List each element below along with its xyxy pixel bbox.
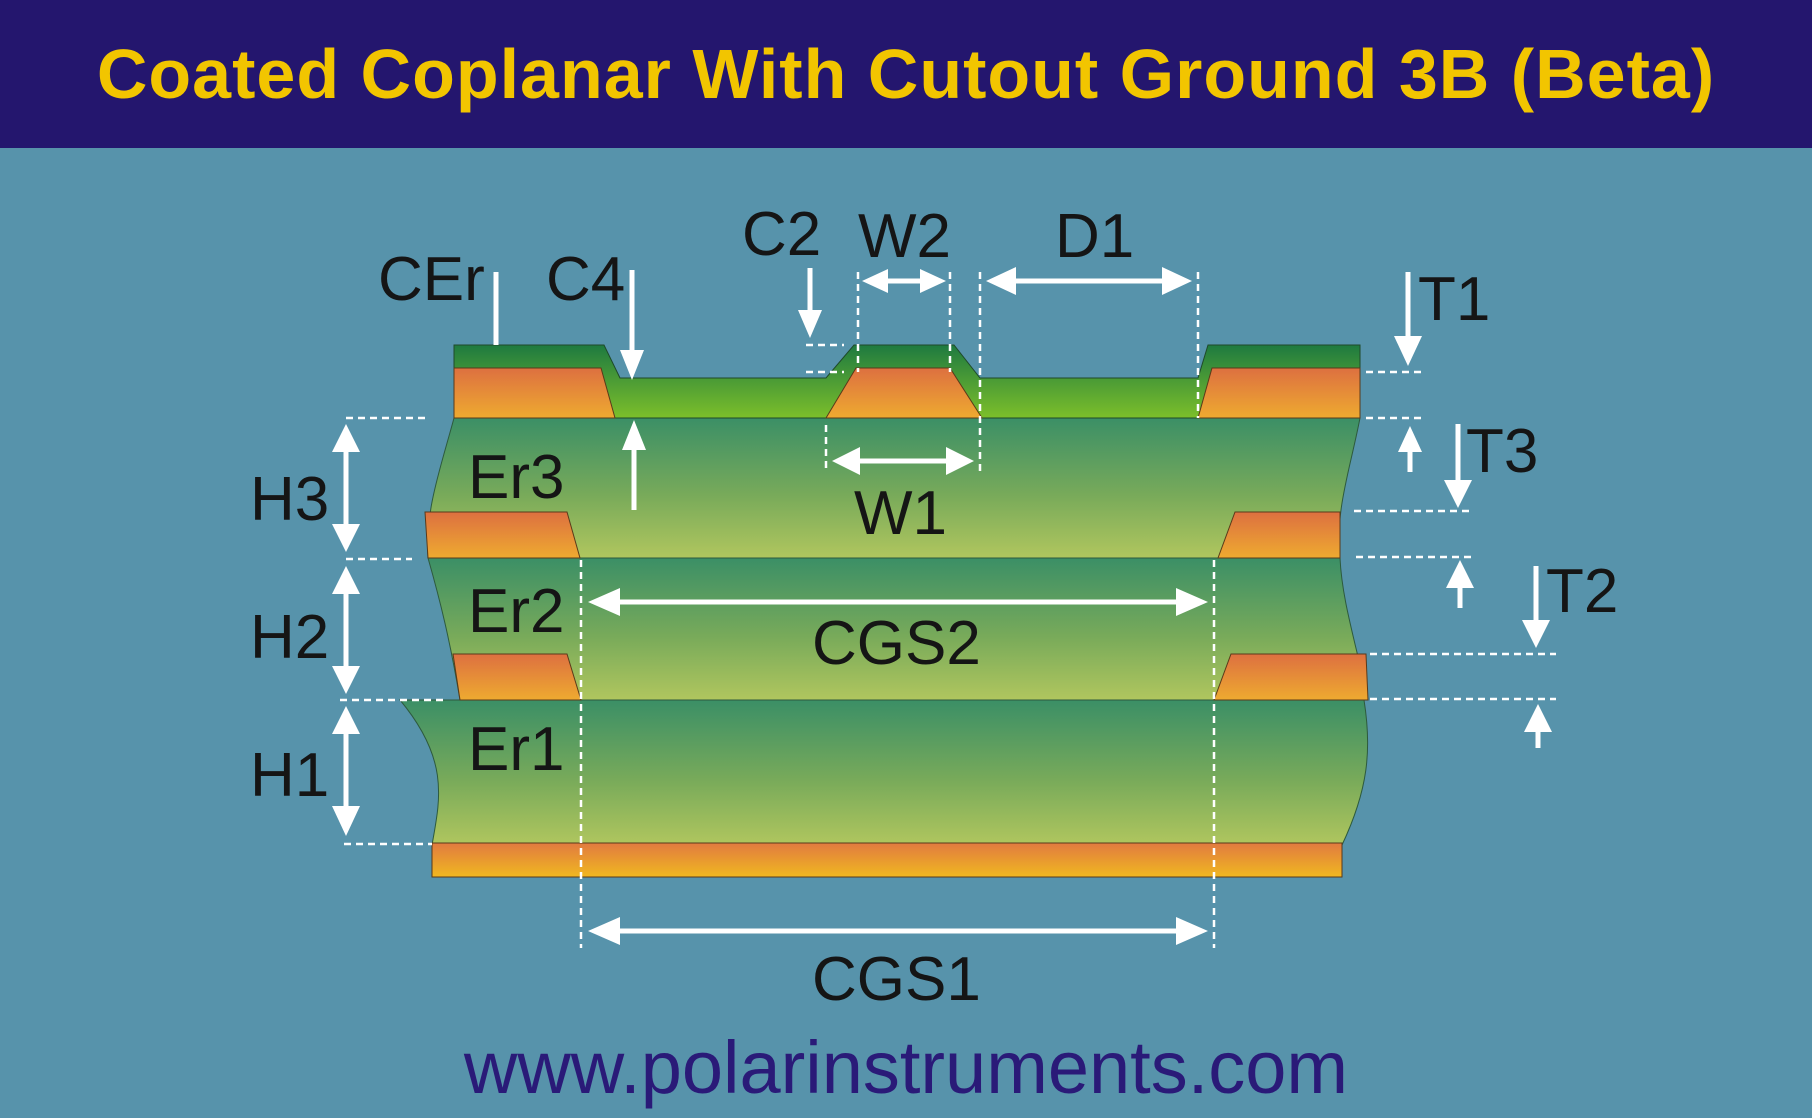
ground-right-upper bbox=[1217, 511, 1341, 559]
ground-left-lower bbox=[452, 653, 582, 701]
cgs1-arrow bbox=[588, 917, 1208, 945]
title-bar bbox=[0, 0, 1812, 148]
ground-left-upper bbox=[424, 511, 581, 559]
top-ground-left bbox=[453, 367, 616, 419]
label-c2: C2 bbox=[742, 200, 821, 269]
label-d1: D1 bbox=[1055, 202, 1134, 271]
c4-up-arrow bbox=[622, 420, 646, 510]
label-w1: W1 bbox=[854, 479, 947, 548]
label-t2: T2 bbox=[1546, 557, 1618, 626]
h1-arrow bbox=[332, 706, 360, 836]
website-url[interactable]: www.polarinstruments.com bbox=[463, 1026, 1349, 1109]
label-h2: H2 bbox=[250, 603, 329, 672]
label-cgs2: CGS2 bbox=[812, 609, 981, 678]
t1-arrow bbox=[1394, 272, 1422, 366]
c2-arrow bbox=[798, 268, 822, 338]
label-t1: T1 bbox=[1418, 265, 1490, 334]
c4-arrow bbox=[620, 270, 644, 380]
h2-arrow bbox=[332, 566, 360, 694]
top-ground-right bbox=[1197, 367, 1361, 419]
page-title: Coated Coplanar With Cutout Ground 3B (B… bbox=[96, 35, 1716, 113]
dielectric-er3 bbox=[427, 417, 1361, 559]
label-c4: C4 bbox=[546, 245, 625, 314]
label-w2: W2 bbox=[858, 202, 951, 271]
t2-down-arrow bbox=[1522, 566, 1550, 648]
t2-lower-up-arrow bbox=[1524, 704, 1552, 748]
label-cer: CEr bbox=[378, 245, 485, 314]
h3-arrow bbox=[332, 424, 360, 552]
cgs2-arrow bbox=[588, 588, 1208, 616]
ground-right-lower bbox=[1213, 653, 1369, 701]
label-h3: H3 bbox=[250, 465, 329, 534]
label-h1: H1 bbox=[250, 741, 329, 810]
signal-trace bbox=[825, 367, 983, 419]
label-cgs1: CGS1 bbox=[812, 945, 981, 1014]
bottom-ground-plane bbox=[431, 842, 1343, 878]
label-t3: T3 bbox=[1466, 417, 1538, 486]
w1-arrow bbox=[832, 447, 974, 475]
label-er2: Er2 bbox=[468, 577, 564, 646]
t3-down-arrow bbox=[1444, 424, 1472, 508]
w2-arrow bbox=[862, 269, 946, 293]
label-er1: Er1 bbox=[468, 715, 564, 784]
d1-arrow bbox=[986, 267, 1192, 295]
t3-up-arrow bbox=[1398, 426, 1422, 472]
label-er3: Er3 bbox=[468, 443, 564, 512]
t2-up-arrow bbox=[1446, 560, 1474, 608]
